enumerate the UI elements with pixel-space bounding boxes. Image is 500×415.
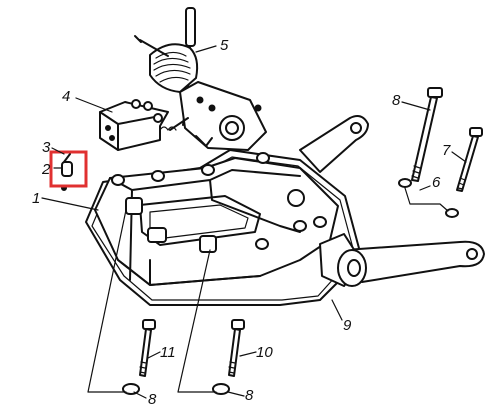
leader-lines bbox=[41, 45, 467, 399]
callout-1: 1 bbox=[32, 190, 40, 207]
callout-6: 6 bbox=[432, 174, 441, 191]
part-2-3-plug bbox=[61, 153, 73, 191]
callout-labels: 5 4 8 7 6 3 2 1 9 11 10 8 8 bbox=[32, 37, 451, 408]
callout-3: 3 bbox=[42, 139, 51, 156]
callout-2: 2 bbox=[41, 161, 51, 178]
guide-lines-lower bbox=[87, 209, 217, 393]
callout-11: 11 bbox=[160, 344, 176, 361]
callout-8-center: 8 bbox=[245, 387, 254, 404]
callout-5: 5 bbox=[220, 37, 229, 54]
part-4-block bbox=[99, 99, 169, 151]
arm-and-roller bbox=[299, 115, 485, 287]
part-5-lever-mechanism bbox=[134, 7, 267, 151]
callout-4: 4 bbox=[62, 88, 70, 105]
highlight-box bbox=[49, 150, 88, 188]
callout-8-right: 8 bbox=[392, 92, 401, 109]
callout-7: 7 bbox=[442, 142, 451, 159]
part-1-frame bbox=[85, 149, 361, 306]
callout-10: 10 bbox=[256, 344, 273, 361]
part-11-bolt bbox=[122, 319, 156, 395]
part-10-bolt bbox=[212, 319, 245, 395]
part-7-bolt bbox=[456, 127, 483, 192]
callout-9: 9 bbox=[343, 317, 352, 334]
washers-right bbox=[398, 178, 459, 218]
callout-8-left: 8 bbox=[148, 391, 157, 408]
part-6-bolt bbox=[411, 87, 443, 182]
